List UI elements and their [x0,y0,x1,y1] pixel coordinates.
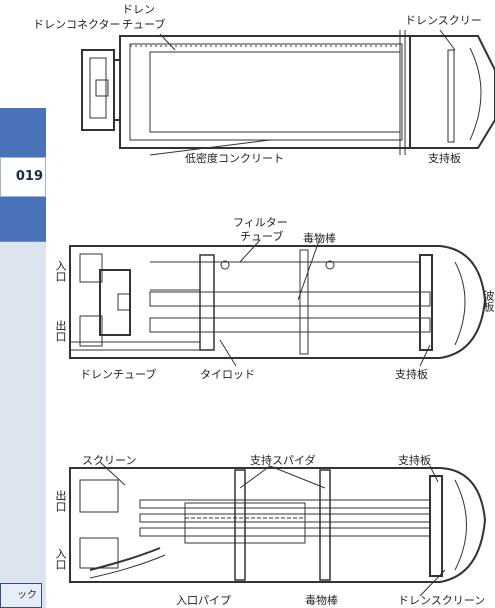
fig2-poison-rod-label: 毒物棒 [303,232,336,245]
figure-2-drawing [69,237,487,367]
fig1-drain-screen-label: ドレンスクリー [405,14,482,27]
fig1-drain-connector-label: ドレンコネクター [33,18,121,31]
fig2-filter-tube-label-top: フィルター [233,216,288,229]
fig2-inlet-label: 入口 [54,260,67,282]
sidebar-header-band [0,108,46,158]
fig2-tie-rod-label: タイロッド [200,368,255,381]
fig2-drain-tube-label: ドレンチューブ [80,368,157,381]
fig3-drain-screen-label: ドレンスクリーン [398,594,486,607]
fig1-drain-tube-label-top: ドレン [122,3,155,16]
sidebar-button[interactable]: ック [0,583,42,608]
figure-3-drawing [69,461,487,597]
fig3-inlet-pipe-label: 入口パイプ [176,594,231,607]
fig2-outlet-label: 出口 [54,320,67,342]
fig1-low-density-concrete-label: 低密度コンクリート [185,152,284,165]
figure-1-drawing [81,29,495,156]
fig3-outlet-label: 出口 [54,490,67,512]
fig1-support-plate-label: 支持板 [428,152,461,165]
fig3-support-spider-label: 支持スパイダ [250,454,316,467]
fig2-filter-tube-label-bottom: チューブ [240,230,284,243]
fig2-support-plate-label: 支持板 [395,368,428,381]
sidebar-band [0,197,46,242]
fig3-poison-rod-label: 毒物棒 [305,594,338,607]
year-label: 019 [0,157,46,197]
fig3-screen-label: スクリーン [82,454,137,467]
fig3-inlet-label: 入口 [54,548,67,570]
fig2-spring-label: 波板 [482,290,495,312]
fig3-support-plate-label: 支持板 [398,454,431,467]
fig1-drain-tube-label-bottom: チューブ [122,18,166,31]
